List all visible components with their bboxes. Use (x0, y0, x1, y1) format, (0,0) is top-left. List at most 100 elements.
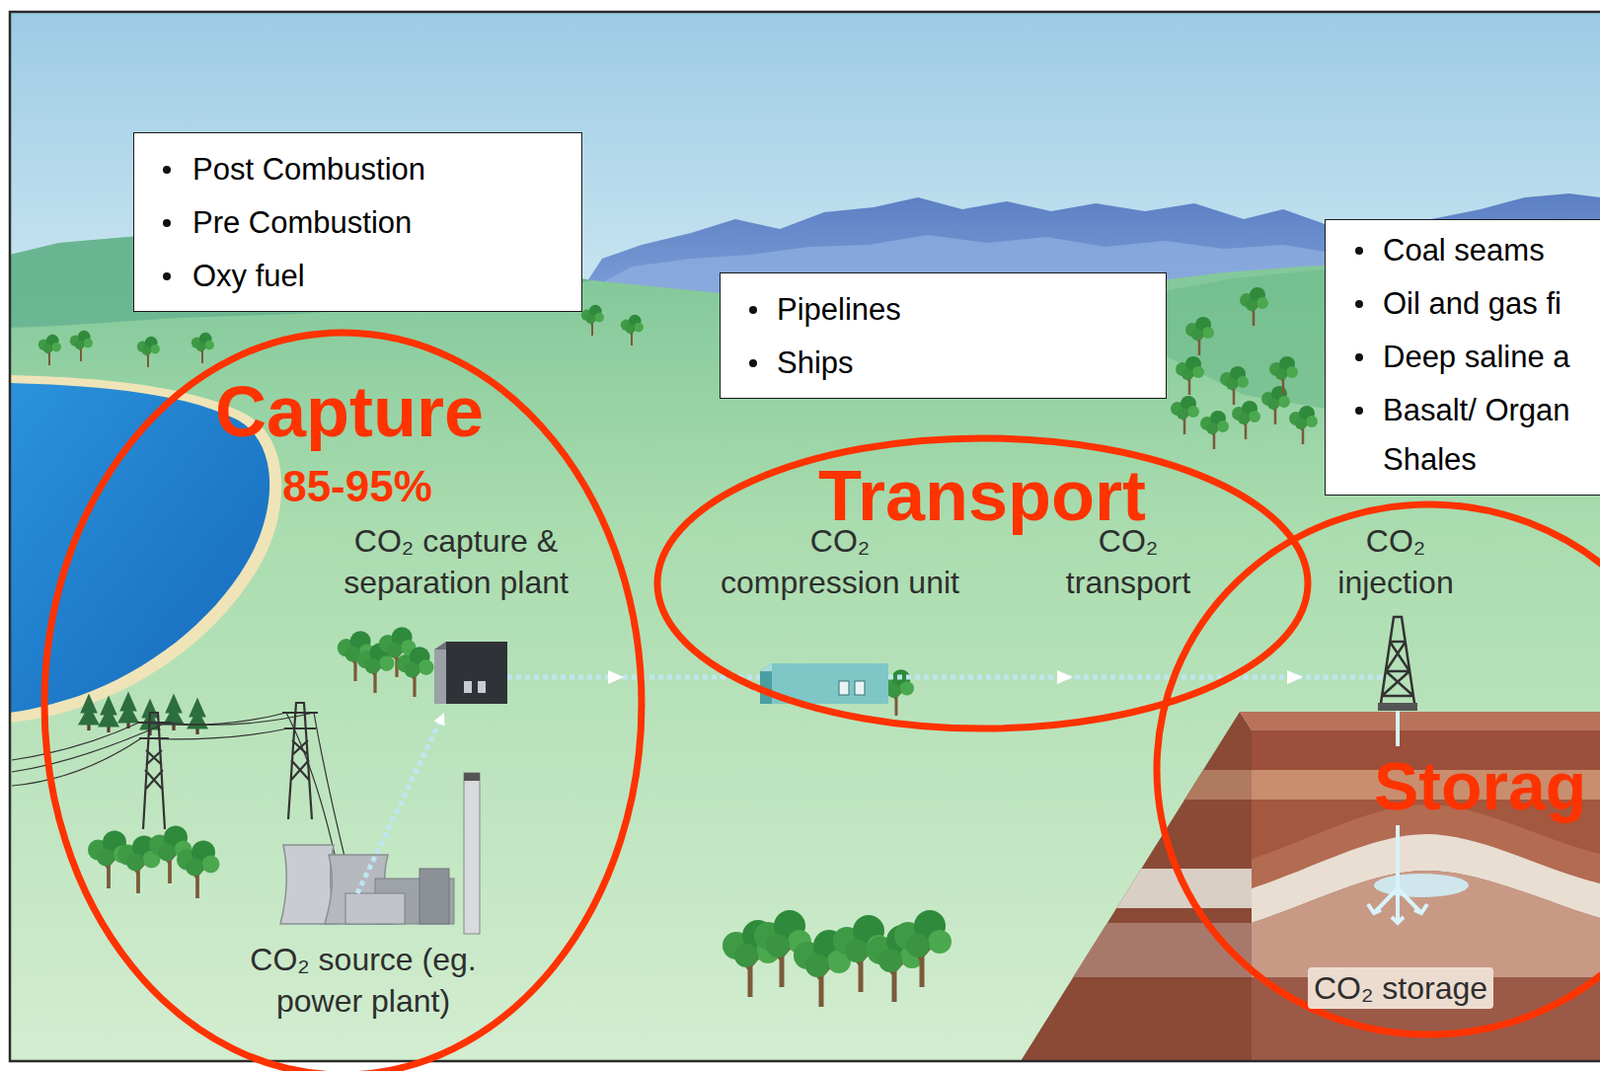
storage-cutaway (1016, 769, 1254, 978)
capture-methods-box: Post CombustionPre CombustionOxy fuel (133, 132, 583, 312)
trees (620, 314, 644, 346)
capture-plant-building (477, 681, 486, 693)
power-plant (463, 772, 480, 781)
trees (1175, 356, 1205, 395)
injection-derrick (1377, 702, 1418, 711)
component-label: CO₂ transport (1044, 520, 1213, 604)
capture-rate: 85-95% (282, 464, 433, 509)
text-holder: CO₂ source (eg. power plant) (234, 938, 492, 1022)
bullet-text: Oil and gas fi (1382, 279, 1593, 329)
trees (581, 304, 605, 336)
co2-flow-line (434, 712, 446, 727)
text-holder: Transport (818, 459, 1146, 532)
storage-cutaway (1016, 769, 1254, 800)
power-lines (137, 702, 318, 830)
bullet-text: Basalt/ Organ Shales (1382, 385, 1593, 485)
trees (1170, 395, 1200, 435)
text-holder: CO₂ storage (1307, 967, 1494, 1009)
bullet-item: Oil and gas fi (1325, 279, 1600, 329)
injection-pipe (1373, 888, 1422, 923)
co2-flow-line (507, 675, 761, 681)
trees (38, 334, 62, 366)
power-plant (345, 893, 405, 924)
bullet-item: Coal seams (1325, 226, 1600, 276)
power-plant (463, 772, 480, 934)
trees (396, 646, 435, 697)
stage-title: Storag (1373, 752, 1587, 820)
transport-modes-box: PipelinesShips (719, 272, 1167, 399)
co2-flow-line (357, 716, 443, 894)
co2-flow-line (1287, 670, 1303, 685)
bullet-item: Pipelines (720, 285, 1166, 335)
capture-plant-building (463, 681, 472, 693)
capture-plant-building (446, 641, 508, 704)
picture-frame (9, 11, 1600, 1062)
capture-plant-building (434, 641, 447, 704)
storage-cutaway (1239, 711, 1600, 731)
text-holder: CO₂ transport (1044, 520, 1213, 604)
stage-ellipse: Capture 85-95% CO₂ capture & separation pl… (40, 328, 646, 1071)
component-label: CO₂ capture & separation plant (307, 520, 605, 604)
bullet-text: Pipelines (776, 285, 902, 335)
stage-title: Capture (215, 376, 484, 448)
bullet-text: Oxy fuel (192, 251, 305, 302)
bullet-text: Ships (776, 338, 854, 388)
trees (97, 695, 120, 733)
bullet-item: Ships (720, 338, 1166, 388)
text-holder: CO₂ capture & separation plant (307, 520, 605, 604)
stage-outline (1156, 504, 1600, 1035)
trees (137, 336, 160, 368)
bullet-text: Pre Combustion (192, 198, 412, 248)
power-lines (11, 712, 336, 859)
stage-title: Transport (818, 459, 1146, 532)
trees (1219, 366, 1249, 405)
trees (1239, 287, 1269, 326)
bullet-item: Post Combustion (134, 145, 582, 195)
trees (894, 910, 952, 988)
bullet-item: Deep saline a (1325, 332, 1600, 382)
power-lines (137, 712, 171, 830)
bullet-item: Oxy fuel (134, 251, 582, 302)
stage-ellipse: TransportCO₂ compression unit CO₂ transpo… (653, 434, 1312, 733)
text-holder: 85-95% (282, 464, 433, 509)
picture-frame (9, 11, 1600, 1062)
component-label: CO₂ source (eg. power plant) (234, 938, 492, 1022)
storage-cutaway (1373, 873, 1469, 898)
trees (1200, 410, 1229, 450)
storage-sites-box: Coal seamsOil and gas fiDeep saline aBas… (1324, 219, 1600, 496)
injection-pipe (1368, 904, 1428, 923)
stage-outline (657, 438, 1308, 729)
trees (1185, 316, 1215, 356)
stage-ellipse: Storag CO₂ injectionCO₂ storage (1152, 500, 1600, 1039)
trees (176, 840, 221, 900)
trees (117, 691, 140, 729)
co2-flow-line (608, 670, 624, 685)
stage-outline (44, 332, 642, 1071)
bullet-item: Basalt/ Organ Shales (1325, 385, 1600, 485)
compression-unit-building (854, 681, 865, 695)
trees (191, 332, 215, 364)
text-holder: Capture (215, 376, 484, 448)
trees (1261, 385, 1291, 425)
power-plant (419, 868, 450, 924)
storage-cutaway (1251, 870, 1600, 978)
trees (70, 330, 93, 362)
text-holder: CO₂ injection (1319, 520, 1473, 604)
text-holder: Storag (1373, 752, 1587, 820)
co2-flow-line (888, 675, 1382, 681)
bullet-text: Deep saline a (1382, 332, 1593, 382)
bullet-text: Post Combustion (192, 145, 426, 195)
component-label: CO₂ injection (1319, 520, 1473, 604)
co2-flow-line (1057, 670, 1073, 685)
injection-derrick (1377, 616, 1418, 711)
storage-cutaway (1016, 868, 1254, 909)
trees (1289, 405, 1318, 445)
trees (1269, 356, 1298, 395)
injection-derrick (1379, 616, 1416, 710)
storage-cutaway (1016, 922, 1254, 978)
bullet-text: Coal seams (1382, 226, 1593, 276)
power-lines (11, 702, 348, 869)
trees (1231, 400, 1261, 440)
component-label: CO₂ compression unit (699, 520, 982, 604)
compression-unit-building (838, 681, 849, 695)
